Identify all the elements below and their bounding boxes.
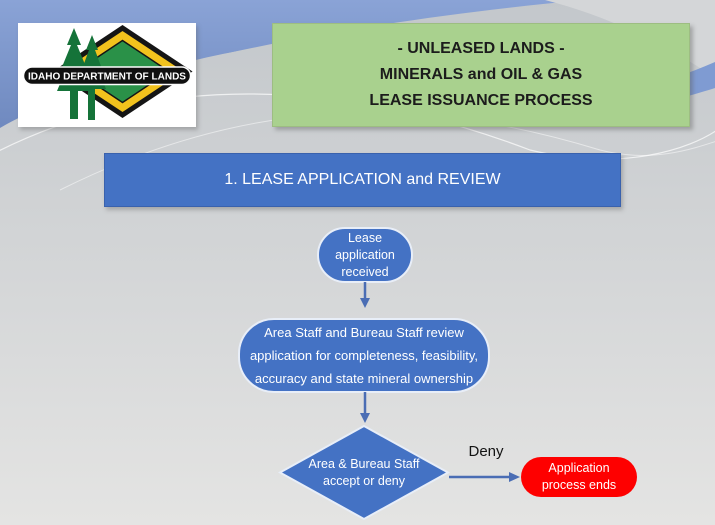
node-text-line: application — [335, 247, 395, 262]
logo-banner — [22, 66, 192, 86]
process-title-line: - UNLEASED LANDS - — [397, 40, 565, 57]
arrow-right-decision-to-end — [449, 472, 520, 482]
flow-node-lease-application-received: Lease application received — [317, 227, 413, 283]
arrow-down-review-to-decision — [360, 392, 370, 423]
process-title-box: - UNLEASED LANDS - MINERALS and OIL & GA… — [272, 23, 690, 127]
node-text-line: application for completeness, feasibilit… — [249, 348, 479, 363]
section-1-banner-text: 1. LEASE APPLICATION and REVIEW — [224, 171, 501, 188]
node-text-line: accept or deny — [323, 473, 405, 488]
node-text-line: process ends — [541, 478, 617, 492]
flow-node-decision-accept-or-deny: Area & Bureau Staff accept or deny — [278, 424, 450, 521]
logo-banner-text: IDAHO DEPARTMENT OF LANDS — [28, 71, 186, 83]
process-title-line: MINERALS and OIL & GAS — [379, 66, 583, 83]
node-text-line: Application — [548, 461, 610, 475]
node-text-line: Area & Bureau Staff — [308, 456, 420, 471]
node-text-line: Lease — [347, 230, 383, 245]
section-1-banner: 1. LEASE APPLICATION and REVIEW — [104, 153, 621, 207]
process-title-line: LEASE ISSUANCE PROCESS — [369, 92, 593, 109]
flow-node-staff-review: Area Staff and Bureau Staff review appli… — [238, 318, 490, 393]
node-text-line: accuracy and state mineral ownership — [254, 371, 474, 386]
agency-logo: IDAHO DEPARTMENT OF LANDS — [18, 23, 196, 127]
node-text-line: received — [341, 264, 389, 279]
decision-diamond-shape — [278, 424, 450, 521]
deny-edge-label: Deny — [468, 443, 504, 460]
flow-node-application-process-ends: Application process ends — [521, 457, 637, 497]
arrow-down-start-to-review — [360, 282, 370, 308]
node-text-line: Area Staff and Bureau Staff review — [264, 325, 464, 340]
decision-text: Area & Bureau Staff accept or deny — [278, 424, 450, 521]
